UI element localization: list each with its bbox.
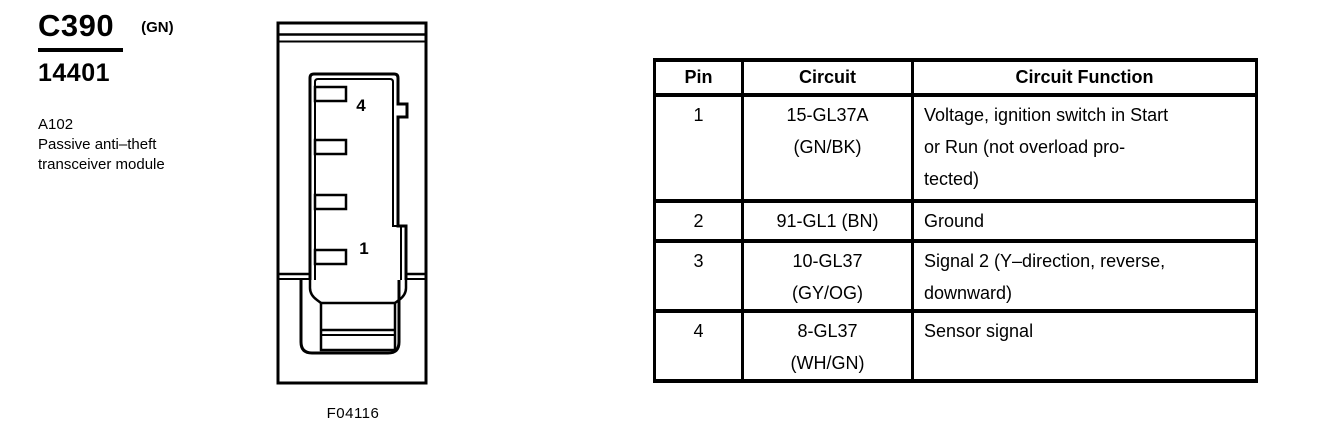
- circuit-cell: 8-GL37 (WH/GN): [741, 309, 914, 383]
- connector-drawing: 4 1: [276, 21, 428, 385]
- connector-id-row: C390 (GN): [38, 8, 174, 44]
- circuit-line: 10-GL37: [792, 251, 863, 271]
- function-line: Ground: [924, 211, 985, 231]
- part-number: 14401: [38, 58, 111, 87]
- figure-number: F04116: [326, 405, 380, 422]
- latch-taper-left: [308, 280, 322, 304]
- table-row: 3 10-GL37 (GY/OG) Signal 2 (Y–direction,…: [653, 239, 1258, 313]
- component-desc-line1: Passive anti–theft: [38, 135, 157, 153]
- circuit-line: (GN/BK): [793, 137, 862, 157]
- circuit-function-cell: Sensor signal: [911, 309, 1258, 383]
- circuit-line: (GY/OG): [792, 283, 863, 303]
- function-line: Signal 2 (Y–direction, reverse,: [924, 251, 1166, 271]
- circuit-line: 15-GL37A: [786, 105, 869, 125]
- function-line: Voltage, ignition switch in Start: [924, 105, 1169, 125]
- component-desc-line2: transceiver module: [38, 155, 165, 173]
- component-code: A102: [38, 115, 74, 133]
- connector-identification-block: C390 (GN) 14401 A102 Passive anti–theft …: [38, 8, 174, 175]
- connector-body-outline: [308, 72, 409, 280]
- circuit-cell: 10-GL37 (GY/OG): [741, 239, 914, 313]
- header-pin: Pin: [653, 58, 744, 97]
- connector-body-inner-line: [314, 78, 402, 280]
- header-circuit: Circuit: [741, 58, 914, 97]
- circuit-cell: 15-GL37A (GN/BK): [741, 93, 914, 203]
- table-row: 4 8-GL37 (WH/GN) Sensor signal: [653, 309, 1258, 383]
- connector-id: C390: [38, 8, 115, 43]
- table-row: 2 91-GL1 (BN) Ground: [653, 199, 1258, 243]
- table-row: 1 15-GL37A (GN/BK) Voltage, ignition swi…: [653, 93, 1258, 203]
- circuit-line: (WH/GN): [790, 353, 865, 373]
- circuit-line: 91-GL1 (BN): [776, 211, 879, 231]
- circuit-line: 8-GL37: [797, 321, 858, 341]
- header-circuit-function: Circuit Function: [911, 58, 1258, 97]
- pin-label-4: 4: [356, 96, 366, 115]
- function-line: downward): [924, 283, 1013, 303]
- pin-cell: 2: [653, 199, 744, 243]
- pin-slot-3: [313, 138, 348, 156]
- function-line: Sensor signal: [924, 321, 1034, 341]
- underline-rule: [38, 47, 123, 52]
- table-header-row: Pin Circuit Circuit Function: [653, 58, 1258, 97]
- pin-cell: 3: [653, 239, 744, 313]
- circuit-function-cell: Voltage, ignition switch in Start or Run…: [911, 93, 1258, 203]
- pin-cell: 1: [653, 93, 744, 203]
- latch-taper-right: [394, 280, 408, 304]
- pin-slot-1: [313, 248, 348, 266]
- latch-inner-block: [319, 301, 397, 352]
- circuit-function-cell: Signal 2 (Y–direction, reverse, downward…: [911, 239, 1258, 313]
- pin-slot-2: [313, 193, 348, 211]
- connector-color-code: (GN): [141, 19, 174, 36]
- connector-diagram: 4 1 F04116: [268, 12, 443, 422]
- circuit-function-cell: Ground: [911, 199, 1258, 243]
- pin-slot-4: [313, 85, 348, 103]
- circuit-cell: 91-GL1 (BN): [741, 199, 914, 243]
- function-line: tected): [924, 169, 980, 189]
- component-description: A102 Passive anti–theft transceiver modu…: [38, 115, 174, 175]
- pin-circuit-table: Pin Circuit Circuit Function 1 15-GL37A …: [653, 58, 1258, 383]
- pin-label-1: 1: [359, 239, 368, 258]
- function-line: or Run (not overload pro-: [924, 137, 1126, 157]
- latch-collar-outline: [299, 280, 401, 355]
- pin-cell: 4: [653, 309, 744, 383]
